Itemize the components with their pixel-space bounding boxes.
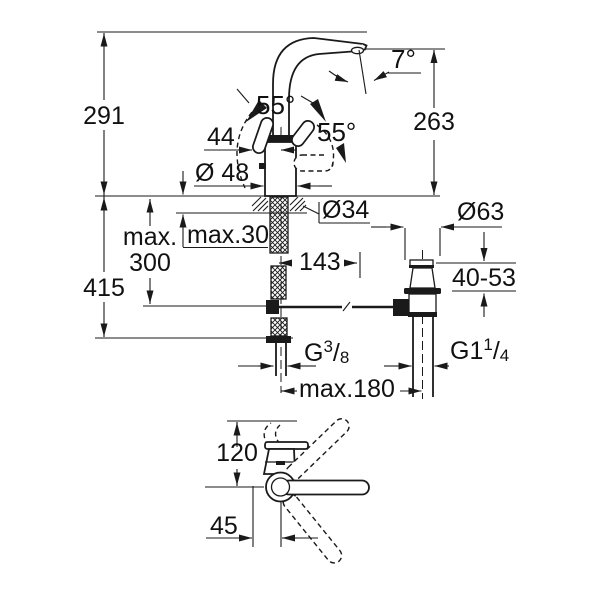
plan-lever-solid	[281, 479, 370, 496]
dim-55deg-left: 55°	[236, 88, 326, 122]
dim-40-53-label: 40-53	[452, 264, 516, 292]
waste-neck	[409, 267, 436, 289]
dim-dia48-label: Ø 48	[195, 159, 249, 187]
dim-g114-label: G11/4	[450, 335, 509, 365]
plan-reference-lines	[205, 420, 297, 488]
dim-45-label: 45	[210, 512, 238, 540]
threaded-shank-upper	[269, 196, 289, 254]
dim-120: 120	[216, 422, 258, 486]
aerator	[350, 46, 365, 55]
dim-120-label: 120	[216, 439, 258, 467]
dim-7deg-label: 7°	[391, 44, 416, 74]
dim-g38: G3/8	[238, 337, 349, 370]
faucet-outline	[236, 37, 368, 197]
threaded-shank-middle	[270, 265, 287, 300]
dim-263-label: 263	[413, 108, 455, 136]
dim-dia63: Ø63	[371, 198, 504, 260]
dim-291-415: 291 415	[83, 33, 125, 337]
lever-up-left-fill	[253, 118, 273, 153]
rod-break-mark	[342, 301, 351, 312]
dim-max30-label: max.30	[187, 221, 269, 249]
dim-max300-label-1: max.	[123, 223, 177, 251]
dim-263: 263	[413, 50, 455, 195]
dim-max300-label-2: 300	[129, 249, 171, 277]
side-view: 291 415 263 7° 55°	[83, 31, 516, 403]
dim-44-label: 44	[207, 123, 235, 151]
dim-415-label: 415	[83, 274, 125, 302]
mounting-shank	[143, 196, 393, 376]
dim-max180-label: max.180	[299, 375, 395, 403]
deck-hatching	[251, 196, 307, 212]
dim-g38-label: G3/8	[304, 337, 349, 367]
plan-lever-top	[264, 441, 309, 450]
waste-body	[408, 293, 437, 315]
plan-body-circle-inner	[270, 477, 291, 497]
waste-plug-rim	[409, 265, 434, 268]
lever-swing-envelope-right	[316, 124, 335, 171]
plan-faucet	[262, 418, 370, 564]
rod-joint	[266, 300, 279, 314]
dim-7deg: 7°	[328, 44, 421, 95]
dim-dia63-label: Ø63	[457, 198, 504, 226]
dim-dia34: Ø34	[302, 196, 370, 224]
lever-pivot	[259, 163, 266, 169]
dim-55deg-right: 55°	[317, 117, 356, 163]
dim-max180: max.180	[281, 375, 422, 403]
reference-lines	[95, 31, 445, 339]
plan-body-mark	[276, 461, 285, 465]
dim-143: 143	[279, 248, 361, 278]
dim-55deg-right-label: 55°	[317, 117, 356, 147]
dim-dia34-label: Ø34	[322, 196, 369, 224]
body-top-band	[268, 135, 293, 142]
plan-lever-down-dashed	[282, 493, 343, 564]
plan-lever-up-dashed	[285, 418, 350, 481]
fixing-nut	[266, 336, 291, 343]
dim-max300: max. 300	[123, 199, 177, 304]
dim-55deg-left-label: 55°	[256, 90, 295, 120]
dim-44: 44	[204, 123, 296, 154]
drain-assembly	[393, 259, 441, 397]
dim-291-label: 291	[83, 102, 125, 130]
lever-up-right-fill	[292, 121, 314, 146]
dim-40-53: 40-53	[436, 232, 516, 317]
plan-view: 120 45	[205, 418, 370, 564]
spout-inner-edge	[288, 50, 353, 135]
rod-connector	[393, 299, 409, 316]
waste-flange	[404, 288, 441, 294]
threaded-shank-lower	[270, 317, 288, 337]
dim-max30: max.30	[179, 171, 269, 249]
dim-g114: G11/4	[384, 335, 509, 370]
waste-body-band	[408, 312, 437, 317]
dim-dia48: Ø 48	[194, 159, 332, 190]
dim-143-label: 143	[299, 248, 341, 276]
dim-45: 45	[206, 486, 318, 547]
